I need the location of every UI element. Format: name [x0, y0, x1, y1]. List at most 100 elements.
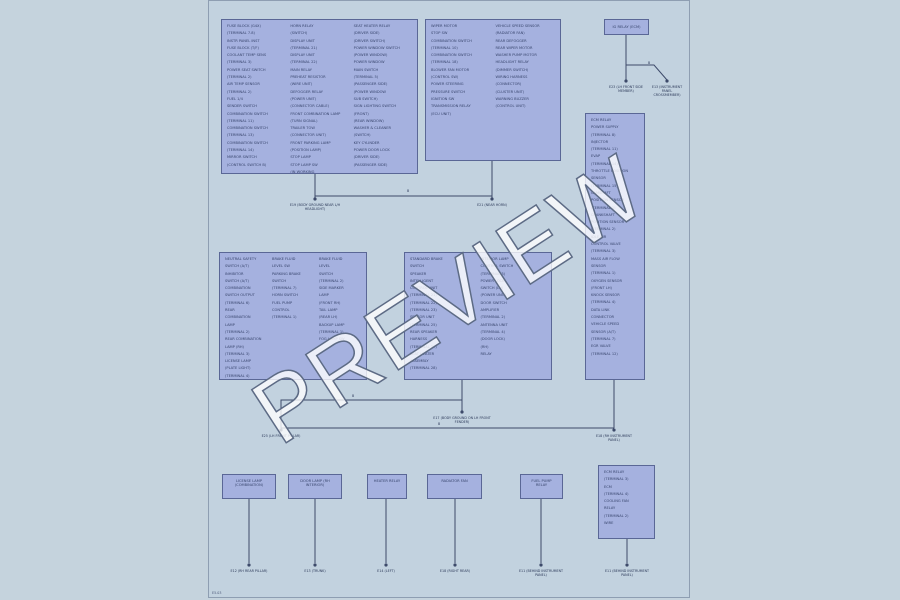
module-entry: (TERMINAL 4)	[480, 329, 506, 334]
module-entry: (SWITCH)	[290, 31, 308, 36]
module-entry: (DRIVER SIDE)	[353, 31, 380, 36]
module-entry: FUEL 1/4	[227, 96, 243, 101]
module-entry: MIRROR SWITCH	[227, 155, 257, 160]
module-entry: (TERMINAL 3)	[480, 271, 506, 276]
module-entry: DATA LINK	[591, 307, 610, 312]
module-entry: (TERMINAL 4)	[225, 373, 250, 378]
module-entry: (TERMINAL 3)	[225, 351, 250, 356]
module-entry: VEHICLE SPEED	[591, 322, 620, 327]
module-entry: INHIBITOR	[225, 271, 244, 276]
module-entry: (TERMINAL 10)	[431, 45, 458, 50]
module-entry: (TERMINAL 7)	[591, 336, 616, 341]
module-entry: FRONT PARKING LAMP	[290, 140, 331, 145]
module-entry: SENSOR (A/T)	[591, 329, 616, 334]
module-box-bottom-5: FUEL PUMP RELAY	[520, 474, 563, 499]
module-entry: (TERMINAL 7)	[272, 286, 297, 291]
module-entry: SWITCH OUTPUT	[225, 293, 255, 298]
module-box-bottom-3: HEATER RELAY	[367, 474, 407, 499]
module-entry: FOG LAMP SW	[319, 337, 345, 342]
module-entry: SENSOR	[591, 263, 606, 268]
module-entry: SENSOR UNIT	[410, 315, 435, 320]
module-entry: (TERMINAL 6)	[225, 300, 250, 305]
module-entry: KEY CYLINDER	[353, 140, 380, 145]
module-entry: DEFOGGER RELAY	[290, 89, 323, 94]
module-entry: (FRONT RH)	[319, 300, 341, 305]
module-entry: (TERMINAL 2)	[225, 329, 250, 334]
module-entry: LAMP (RH)	[225, 344, 244, 349]
module-entry: PREHEAT RESISTOR	[290, 75, 326, 80]
module-entry: BLOWER FAN MOTOR	[431, 67, 470, 72]
module-entry: (TERMINAL 12)	[591, 351, 618, 356]
module-entry: (TERMINAL 14)	[227, 148, 254, 153]
ground-label: E18 (RH INSTRUMENT PANEL)	[595, 434, 633, 442]
module-entry: SEAT HEATER RELAY	[353, 24, 391, 28]
module-entry: (TERMINAL 27)	[410, 344, 437, 349]
module-entry: (TERMINAL 2)	[227, 75, 252, 80]
module-entry: MAIN SWITCH	[353, 67, 379, 72]
module-entry: POWER SEAT SWITCH	[227, 67, 266, 72]
module-entry: (TERMINAL 28)	[410, 366, 437, 371]
module-entry: COOLING FAN	[604, 499, 629, 504]
wire-link-mid	[280, 399, 462, 428]
module-column: FUSE BLOCK (G4X)(TERMINAL 7.8)INSTR PANE…	[227, 24, 285, 169]
module-entry: POWER WINDOW SWITCH	[353, 45, 400, 50]
module-box-bottom-2: DOOR LAMP (RH INTERIOR)	[288, 474, 342, 499]
module-entry: INTERIOR LAMP	[480, 257, 509, 261]
module-entry: COMBINATION SWITCH	[431, 53, 472, 58]
module-entry: TRAILER TOW	[290, 126, 315, 131]
module-entry: (CLUSTER UNIT)	[495, 89, 525, 94]
wire-color-tag: B	[352, 394, 355, 398]
module-box-bottom-1: LICENSE LAMP (COMBINATION)	[222, 474, 276, 499]
module-entry: (POWER WINDOW	[353, 89, 386, 94]
module-entry: (TERMINAL 1)	[591, 205, 616, 210]
wire-branch	[626, 64, 668, 81]
ground-label: E13 (INSTRUMENT PANEL CROSSMEMBER)	[651, 85, 683, 97]
module-entry: (CONTROL SWITCH B)	[227, 162, 267, 167]
module-entry: WIPER MOTOR	[431, 24, 458, 28]
module-entry: HORN RELAY	[290, 24, 314, 28]
module-entry: (TERMINAL 3)	[604, 477, 629, 482]
module-entry: INJECTOR	[591, 139, 609, 144]
module-entry: (TERMINAL 25)	[410, 322, 437, 327]
module-entry: PRESSURE SWITCH	[431, 89, 466, 94]
module-entry: SWITCH (A/T)	[225, 278, 249, 283]
module-entry: BRAKE FLUID	[319, 257, 343, 261]
module-entry: (TERMINAL 1)	[319, 329, 344, 334]
module-entry: POWER SUPPLY	[591, 125, 619, 130]
module-entry: REAR SPEAKER	[410, 329, 438, 334]
module-entry: ANTENNA UNIT	[480, 322, 508, 327]
module-column: SEAT HEATER RELAY(DRIVER SIDE)(DRIVER SW…	[354, 24, 412, 169]
ground-label: E21 (NEAR HORN)	[477, 203, 507, 207]
module-entry: COOLANT TEMP SENS	[227, 53, 267, 58]
module-entry: (TERMINAL 2)	[480, 315, 506, 320]
module-entry: COMBINATION SWITCH	[227, 111, 268, 116]
ground-label: E25 (LH FRONT PILLAR)	[261, 434, 301, 438]
module-entry: (CONNECTOR CABLE)	[290, 104, 329, 109]
ground-label: E14 (LEFT)	[377, 569, 395, 573]
module-entry: IDLE AIR	[591, 234, 607, 239]
module-entry: (TERMINAL 2)	[319, 278, 344, 283]
module-entry: REAR COMBINATION	[225, 337, 262, 342]
module-entry: KNOCK SENSOR	[591, 293, 620, 298]
module-entry: BACKUP LAMP	[319, 322, 345, 327]
ground-label: E17 (BODY GROUND ON LH FRONT FENDER)	[433, 416, 491, 424]
module-entry: (TERMINAL 1)	[272, 315, 297, 320]
module-entry: FRONT COMBINATION LAMP	[290, 111, 341, 116]
module-entry: SEAT HEATER	[410, 351, 435, 356]
module-entry: SWITCH	[319, 271, 334, 276]
module-entry: HARNESS	[410, 337, 428, 342]
module-entry: LICENSE LAMP	[225, 359, 252, 364]
module-entry: (TURN SIGNAL)	[290, 118, 318, 123]
module-box-top-right: IG RELAY (ECM)	[604, 19, 649, 35]
module-entry: ECM	[604, 484, 612, 489]
ground-label: E12 (RH REAR PILLAR)	[230, 569, 268, 573]
module-entry: HEADLIGHT RELAY	[495, 60, 529, 65]
module-entry: FUEL PUMP	[272, 300, 293, 305]
module-entry: SIGN LIGHTING SWITCH	[353, 104, 397, 109]
module-entry: (TERMINAL 4)	[591, 300, 616, 305]
